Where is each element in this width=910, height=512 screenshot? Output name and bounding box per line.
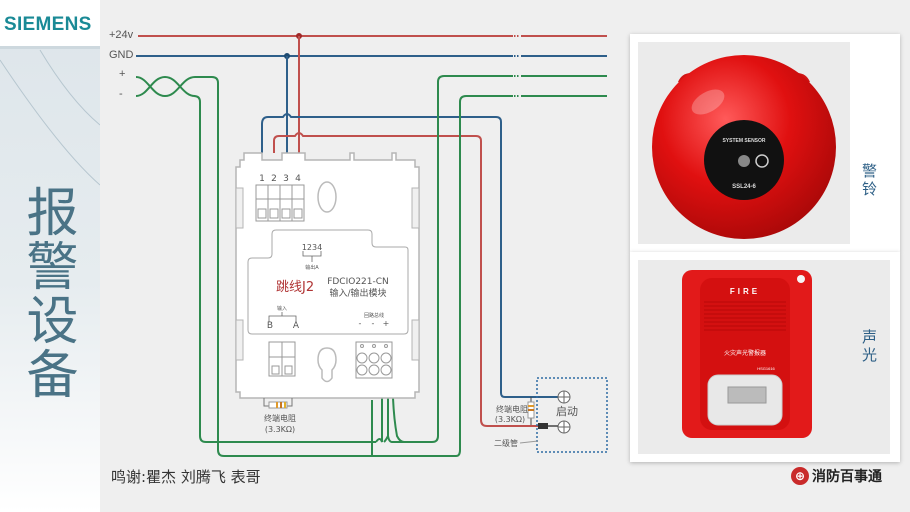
start-label: 启动 [556,405,578,418]
input-a-label: A [293,321,300,331]
bell-model: SSL24-6 [732,184,756,190]
decorative-arcs [0,49,100,186]
remote-resistor-value: (3.3KΩ) [495,415,525,424]
wire-label-24v: +24v [109,29,134,41]
credits: 鸣谢:瞿杰 刘腾飞 表哥 [111,468,261,486]
diode-label: 二级管 [494,438,518,448]
input-label: 输入 [277,305,287,312]
wire-label-plus: + [119,68,126,80]
sounder-strobe-card: FIRE 火灾声光警报器 HSG1616 声光 [630,252,900,462]
start-device [519,377,608,453]
output-wire-blue [261,113,558,398]
wire-label-minus: - [119,88,123,100]
terminal-number-3: 3 [283,174,289,184]
strobe-product-name: 火灾声光警报器 [724,349,766,357]
eol-resistor-value: (3.3KΩ) [265,425,295,434]
strobe-fire-text: FIRE [730,287,760,296]
strobe-illustration: FIRE 火灾声光警报器 HSG1616 [682,270,812,438]
jumper-pins: 1234 [302,243,322,252]
remote-resistor-label: 终端电阻 [496,404,528,414]
jumper-label: 跳线J2 [276,280,314,295]
loop-output-lines [371,75,607,457]
terminal-number-4: 4 [295,174,301,184]
wire-label-gnd: GND [109,49,134,61]
alarm-bell-card: SYSTEM SENSOR SSL24-6 警铃 [630,34,900,252]
input-b-label: B [267,321,273,331]
divider [0,46,100,49]
alarm-bell-label: 警铃 [862,162,878,198]
brand-name: 消防百事通 [812,469,882,485]
output-wire-red [273,132,540,427]
mounting-hole [317,181,337,213]
terminal-block-loop [355,341,393,379]
terminal-block-input [268,341,296,377]
diode [538,423,548,429]
io-module [235,152,420,409]
wiring-diagram: 1 2 3 4 1234 输出A 跳线J2 FDCIO221-CN 输入/输出模… [135,33,608,457]
sidebar: SIEMENS 报警设备 [0,0,100,512]
loop-sign-1: - [359,319,362,328]
loop-sign-2: - [372,319,375,328]
bell-brand: SYSTEM SENSOR [722,138,765,144]
terminal-number-2: 2 [271,174,277,184]
terminal-block-power [255,184,305,222]
brand-mark: ⊕ 消防百事通 [791,466,882,486]
keyhole-slot [317,347,337,383]
siemens-logo: SIEMENS [4,14,92,35]
loop-input-twisted-pair [135,75,461,457]
sounder-strobe-label: 声光 [862,328,878,364]
jumper-sub-label: 输出A [305,264,319,271]
sounder-strobe-photo: FIRE 火灾声光警报器 HSG1616 [638,260,890,454]
bell-illustration: SYSTEM SENSOR SSL24-6 [652,55,836,239]
logo-area: SIEMENS [0,0,100,46]
loop-sign-3: + [383,319,390,328]
loop-label: 回路总线 [364,312,384,319]
eol-resistor-label: 终端电阻 [264,413,296,423]
module-model: FDCIO221-CN [327,277,389,287]
page-title: 报警设备 [17,185,77,401]
alarm-bell-photo: SYSTEM SENSOR SSL24-6 [638,42,850,244]
module-description: 输入/输出模块 [329,287,386,299]
fire-hydrant-logo-icon: ⊕ [791,467,809,485]
eol-resistor-module [263,398,293,409]
terminal-number-1: 1 [259,174,265,184]
strobe-model: HSG1616 [757,366,775,371]
